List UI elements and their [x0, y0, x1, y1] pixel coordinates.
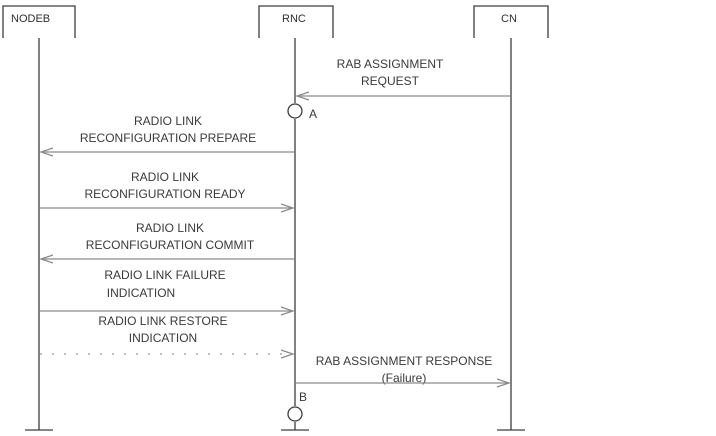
rnc-header: RNC [258, 5, 334, 38]
cn-label: CN [501, 13, 517, 25]
message-rl-restore-indication: RADIO LINK RESTORE INDICATION [40, 314, 295, 359]
msg4-line1: RADIO LINK [136, 221, 204, 235]
msg1-line2: REQUEST [361, 74, 420, 88]
msg5-line1: RADIO LINK FAILURE [104, 268, 225, 282]
msg6-line2: INDICATION [129, 331, 197, 345]
nodeb-label: NODEB [11, 13, 50, 25]
message-rab-assignment-request: RAB ASSIGNMENT REQUEST [295, 57, 511, 101]
msg2-line1: RADIO LINK [134, 114, 202, 128]
msg1-line1: RAB ASSIGNMENT [337, 57, 444, 71]
msg5-line2: INDICATION [107, 286, 175, 300]
message-rl-failure-indication: RADIO LINK FAILURE INDICATION [39, 268, 295, 316]
arrowhead-icon [295, 91, 310, 101]
arrowhead-icon [496, 378, 511, 388]
msg4-line2: RECONFIGURATION COMMIT [86, 238, 255, 252]
rnc-label: RNC [282, 13, 306, 25]
msg7-line2: (Failure) [382, 371, 427, 385]
msg7-line1: RAB ASSIGNMENT RESPONSE [316, 354, 493, 368]
msg3-line1: RADIO LINK [131, 170, 199, 184]
nodeb-header: NODEB [2, 5, 76, 38]
cn-header: CN [473, 5, 549, 38]
arrowhead-icon [280, 306, 295, 316]
arrowhead-icon [39, 147, 54, 157]
arrowhead-icon [280, 349, 295, 359]
marker-a-label: A [309, 107, 317, 121]
msg6-line1: RADIO LINK RESTORE [98, 314, 227, 328]
message-rl-reconfig-commit: RADIO LINK RECONFIGURATION COMMIT [39, 221, 295, 264]
msg3-line2: RECONFIGURATION READY [84, 187, 245, 201]
marker-a-circle [287, 103, 303, 119]
message-rab-assignment-response: RAB ASSIGNMENT RESPONSE (Failure) [295, 354, 511, 388]
marker-b-circle [287, 406, 303, 422]
message-rl-reconfig-prepare: RADIO LINK RECONFIGURATION PREPARE [39, 114, 295, 157]
marker-b-label: B [299, 390, 307, 404]
message-rl-reconfig-ready: RADIO LINK RECONFIGURATION READY [39, 170, 295, 213]
arrowhead-icon [280, 203, 295, 213]
msg2-line2: RECONFIGURATION PREPARE [80, 131, 256, 145]
arrowhead-icon [39, 254, 54, 264]
